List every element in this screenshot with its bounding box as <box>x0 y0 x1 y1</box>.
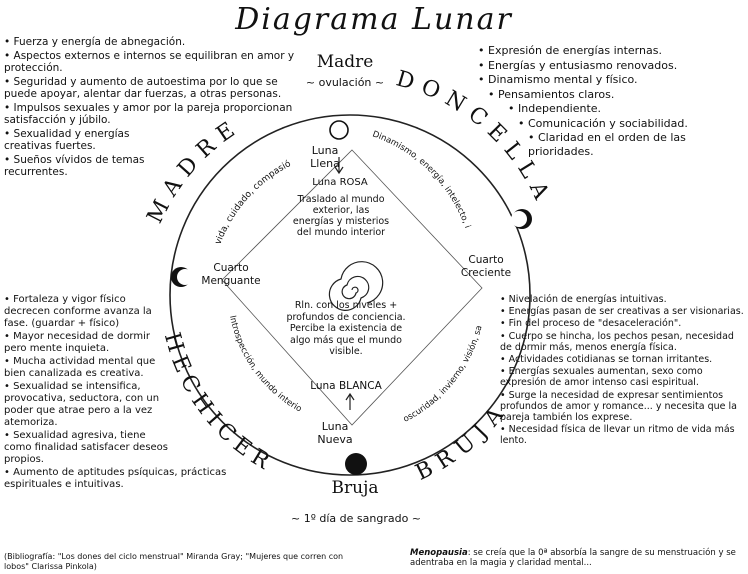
moon-bottom-label: Luna Nueva <box>317 420 353 446</box>
list-item: • Fuerza y energía de abnegación. <box>4 36 186 48</box>
top-phase-sub: ~ ovulación ~ <box>305 76 385 89</box>
bibliography: (Bibliografía: "Los dones del ciclo mens… <box>4 552 344 571</box>
list-item: • Sueños vívidos de temas recurrentes. <box>4 153 145 179</box>
list-item: • Expresión de energías internas. <box>478 44 662 57</box>
madre-list: • Fuerza y energía de abnegación. • Aspe… <box>4 36 306 180</box>
list-item: • Sexualidad y energías creativas fuerte… <box>4 127 130 153</box>
list-item: • Aumento de aptitudes psíquicas, prácti… <box>4 467 227 490</box>
arrow-up-icon <box>345 392 355 410</box>
waxing-moon-icon <box>511 209 532 229</box>
list-item: • Fin del proceso de "desaceleración". <box>500 318 682 330</box>
moon-right-label: Cuarto Creciente <box>460 254 512 279</box>
list-item: • Actividades cotidianas se tornan irrit… <box>500 354 713 366</box>
cycle-circle <box>169 114 531 476</box>
luna-rosa-text: Traslado al mundo exterior, las energías… <box>292 194 390 238</box>
list-item: • Impulsos sexuales y amor por la pareja… <box>4 101 293 127</box>
doncella-list: • Expresión de energías internas. • Ener… <box>478 44 740 159</box>
list-item: • Mayor necesidad de dormir pero mente i… <box>4 331 151 354</box>
list-item: • Nivelación de energías intuitivas. <box>500 294 667 305</box>
list-item: • Necesidad física de llevar un ritmo de… <box>500 424 735 447</box>
list-item: • Energías y entusiasmo renovados. <box>478 58 678 72</box>
list-item: • Independiente. <box>508 102 602 115</box>
luna-blanca-label: Luna BLANCA <box>310 380 382 392</box>
bottom-phase-sub: ~ 1º día de sangrado ~ <box>290 512 422 525</box>
list-item: • Energías sexuales aumentan, sexo como … <box>500 366 703 389</box>
list-item: • Claridad en el orden de las prioridade… <box>528 131 686 158</box>
hechicera-list: • Fortaleza y vigor físico decrecen conf… <box>4 294 226 492</box>
top-phase-name: Madre <box>316 52 374 72</box>
list-item: • Fortaleza y vigor físico decrecen conf… <box>4 294 152 329</box>
bottom-phase-name: Bruja <box>331 478 379 498</box>
luna-blanca-text: Rln. con los niveles + profundos de conc… <box>286 300 406 357</box>
menopausia-note: Menopausia: se creía que la 0ª absorbía … <box>410 548 744 568</box>
list-item: • Dinamismo mental y físico. <box>478 73 638 86</box>
menopausia-text: : se creía que la 0ª absorbía la sangre … <box>410 548 736 568</box>
list-item: • Sexualidad agresiva, tiene como finali… <box>4 430 169 465</box>
list-item: • Surge la necesidad de expresar sentimi… <box>500 389 737 424</box>
list-item: • Cuerpo se hincha, los pechos pesan, ne… <box>500 330 734 353</box>
list-item: • Mucha actividad mental que bien canali… <box>4 356 156 379</box>
bruja-list: • Nivelación de energías intuitivas. • E… <box>500 294 746 448</box>
list-item: • Energías pasan de ser creativas a ser … <box>500 306 744 318</box>
full-moon-icon <box>329 120 349 140</box>
moon-top-label: Luna Llena <box>310 144 340 170</box>
list-item: • Pensamientos claros. <box>488 87 615 101</box>
list-item: • Comunicación y sociabilidad. <box>518 116 688 130</box>
menopausia-label: Menopausia <box>410 548 468 558</box>
waning-moon-icon <box>171 267 193 287</box>
list-item: • Aspectos externos e internos se equili… <box>4 49 295 75</box>
arrow-down-icon <box>334 157 344 175</box>
list-item: • Sexualidad se intensifica, provocativa… <box>4 381 160 428</box>
new-moon-icon <box>345 453 367 475</box>
luna-rosa-label: Luna ROSA <box>312 177 368 188</box>
list-item: • Seguridad y aumento de autoestima por … <box>4 75 282 101</box>
spiral-icon <box>328 261 384 311</box>
moon-left-label: Cuarto Menguante <box>201 262 261 287</box>
diagram-title: Diagrama Lunar <box>235 2 513 37</box>
phase-diamond <box>221 149 483 426</box>
